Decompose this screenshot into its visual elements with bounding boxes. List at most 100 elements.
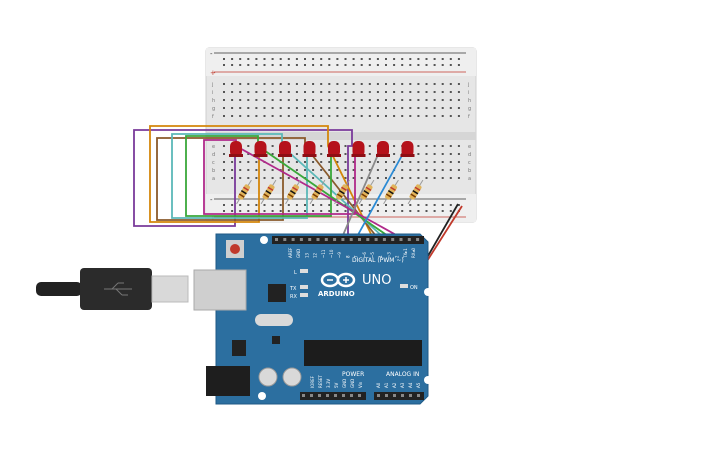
breadboard-hole <box>401 210 404 212</box>
breadboard-hole <box>401 177 404 179</box>
resistor[interactable] <box>308 179 328 206</box>
led[interactable] <box>327 141 341 157</box>
resistor[interactable] <box>332 179 352 206</box>
resistor[interactable] <box>381 179 401 206</box>
led-label-rx: RX <box>290 294 297 300</box>
breadboard-hole <box>231 169 234 171</box>
resistor[interactable] <box>283 179 303 206</box>
digital-pin-label: ~9 <box>337 252 342 258</box>
breadboard-hole <box>271 64 274 66</box>
led[interactable] <box>351 141 366 157</box>
analog-label: ANALOG IN <box>386 371 419 378</box>
breadboard-hole <box>287 204 290 206</box>
led[interactable] <box>302 141 317 157</box>
digital-pin-label: RX◂0 <box>411 247 416 258</box>
resistor[interactable] <box>259 179 279 206</box>
breadboard-hole <box>336 58 339 60</box>
breadboard-hole <box>223 177 225 179</box>
breadboard-hole <box>223 145 225 147</box>
breadboard-hole <box>457 83 460 85</box>
breadboard-hole <box>287 99 290 101</box>
breadboard-hole <box>263 91 266 93</box>
breadboard-hole <box>320 107 323 109</box>
breadboard-hole <box>360 177 363 179</box>
reset-button-cap[interactable] <box>230 244 240 254</box>
breadboard-hole <box>279 58 282 60</box>
breadboard-hole <box>449 107 452 109</box>
header-pin <box>324 238 328 241</box>
resistor[interactable] <box>234 179 254 206</box>
breadboard-hole <box>401 107 404 109</box>
row-letter: a <box>212 176 215 182</box>
breadboard-hole <box>295 58 298 60</box>
led-label-tx: TX <box>289 286 297 292</box>
breadboard-hole <box>231 58 234 60</box>
breadboard-hole <box>271 210 274 212</box>
breadboard-hole <box>287 161 290 163</box>
breadboard-hole <box>312 107 315 109</box>
led[interactable] <box>376 141 390 157</box>
breadboard-hole <box>304 83 306 85</box>
breadboard-hole <box>393 153 396 155</box>
breadboard-hole <box>393 145 396 147</box>
breadboard-hole <box>223 107 225 109</box>
digital-header-pins <box>275 238 420 241</box>
breadboard-hole <box>231 115 234 117</box>
breadboard-hole <box>401 58 404 60</box>
breadboard-hole <box>304 99 306 101</box>
breadboard-hole <box>417 145 420 147</box>
breadboard-hole <box>223 161 225 163</box>
breadboard-hole <box>417 64 420 66</box>
breadboard-hole <box>312 115 315 117</box>
row-letter: g <box>468 106 471 112</box>
led[interactable] <box>253 141 268 157</box>
breadboard-hole <box>425 107 428 109</box>
breadboard-hole <box>320 115 323 117</box>
resistor[interactable] <box>406 179 426 206</box>
header-pin <box>349 238 353 241</box>
breadboard-hole <box>328 169 331 171</box>
breadboard-hole <box>223 210 225 212</box>
breadboard-hole <box>328 115 331 117</box>
breadboard-hole <box>385 64 387 66</box>
breadboard-hole <box>385 204 387 206</box>
breadboard-hole <box>231 83 234 85</box>
breadboard-hole <box>263 64 266 66</box>
breadboard-hole <box>368 83 371 85</box>
mount-hole <box>424 376 432 384</box>
header-pin <box>299 238 303 241</box>
led[interactable] <box>278 141 292 157</box>
breadboard-hole <box>344 58 347 60</box>
breadboard-hole <box>433 107 436 109</box>
breadboard-hole <box>287 58 290 60</box>
breadboard-hole <box>393 83 396 85</box>
resistor[interactable] <box>357 179 377 206</box>
breadboard-hole <box>457 204 460 206</box>
header-pin <box>310 394 313 397</box>
breadboard-hole <box>409 99 412 101</box>
breadboard-hole <box>385 161 387 163</box>
breadboard-hole <box>223 204 225 206</box>
digital-pin-label: ~10 <box>329 249 334 258</box>
breadboard-hole <box>360 115 363 117</box>
led[interactable] <box>400 141 415 157</box>
breadboard-hole <box>312 161 315 163</box>
breadboard-hole <box>247 115 250 117</box>
breadboard-hole <box>344 153 347 155</box>
breadboard-hole <box>320 153 323 155</box>
breadboard-hole <box>433 91 436 93</box>
breadboard-hole <box>263 99 266 101</box>
breadboard-hole <box>393 58 396 60</box>
breadboard-hole <box>433 210 436 212</box>
breadboard-hole <box>441 204 444 206</box>
breadboard-hole <box>360 161 363 163</box>
breadboard-hole <box>247 145 250 147</box>
header-pin <box>316 238 320 241</box>
header-pin <box>283 238 287 241</box>
breadboard-hole <box>368 145 371 147</box>
led[interactable] <box>229 141 243 157</box>
breadboard-hole <box>295 115 298 117</box>
led-rx <box>300 293 308 297</box>
header-pin <box>416 238 420 241</box>
resistors <box>234 179 426 206</box>
